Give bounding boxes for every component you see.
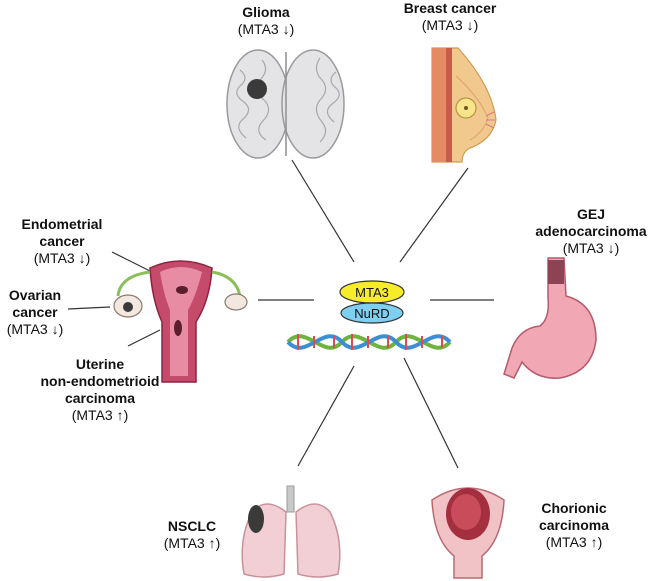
glioma-arrow-icon: ↓ xyxy=(282,21,290,37)
uterine-title-1: Uterine xyxy=(75,356,125,372)
brain-icon xyxy=(226,49,345,159)
mta3-label: MTA3 xyxy=(355,285,389,300)
uterine-marker: (MTA3 ↑) xyxy=(71,407,129,423)
chorionic-arrow-icon: ↑ xyxy=(590,534,598,550)
chorionic-marker: (MTA3 ↑) xyxy=(545,534,603,550)
ovarian-title-1: Ovarian xyxy=(8,287,62,303)
label-breast-cancer: Breast cancer (MTA3 ↓) xyxy=(390,0,510,34)
breast-icon xyxy=(431,47,497,163)
label-chorionic-carcinoma: Chorionic carcinoma (MTA3 ↑) xyxy=(524,500,624,551)
nsclc-title: NSCLC xyxy=(167,518,217,534)
gej-title-1: GEJ xyxy=(576,206,605,222)
label-endometrial-cancer: Endometrial cancer (MTA3 ↓) xyxy=(12,216,112,267)
gej-arrow-icon: ↓ xyxy=(607,240,615,256)
glioma-title: Glioma xyxy=(242,4,290,20)
nsclc-marker: (MTA3 ↑) xyxy=(163,535,221,551)
endometrial-title-2: cancer xyxy=(39,233,85,249)
chorionic-title-1: Chorionic xyxy=(541,500,607,516)
ovarian-title-2: cancer xyxy=(12,304,58,320)
label-uterine-carcinoma: Uterine non-endometrioid carcinoma (MTA3… xyxy=(30,356,170,424)
connector-breast xyxy=(399,167,469,263)
label-nsclc: NSCLC (MTA3 ↑) xyxy=(150,518,234,552)
label-gej-adenocarcinoma: GEJ adenocarcinoma (MTA3 ↓) xyxy=(524,206,658,257)
uterine-title-3: carcinoma xyxy=(64,390,136,406)
breast-marker: (MTA3 ↓) xyxy=(421,17,479,33)
pointer-uterine xyxy=(127,329,161,347)
label-glioma: Glioma (MTA3 ↓) xyxy=(216,4,316,38)
connector-glioma xyxy=(291,159,355,263)
gej-marker: (MTA3 ↓) xyxy=(562,240,620,256)
connector-lungs xyxy=(297,365,355,467)
nsclc-arrow-icon: ↑ xyxy=(208,535,216,551)
connector-lines xyxy=(67,159,494,469)
stomach-icon xyxy=(503,257,597,379)
chorionic-uterus-icon xyxy=(431,487,505,579)
chorionic-title-2: carcinoma xyxy=(538,517,610,533)
uterine-arrow-icon: ↑ xyxy=(116,407,124,423)
dna-icon xyxy=(286,334,452,350)
breast-arrow-icon: ↓ xyxy=(466,17,474,33)
endometrial-arrow-icon: ↓ xyxy=(78,250,86,266)
endometrial-marker: (MTA3 ↓) xyxy=(33,250,91,266)
breast-title: Breast cancer xyxy=(403,0,497,16)
glioma-marker: (MTA3 ↓) xyxy=(237,21,295,37)
ovarian-marker: (MTA3 ↓) xyxy=(6,321,64,337)
lungs-icon xyxy=(241,485,341,578)
gej-title-2: adenocarcinoma xyxy=(535,223,647,239)
nurd-label: NuRD xyxy=(354,306,389,321)
uterus-icon xyxy=(113,260,248,383)
nurd-oval xyxy=(340,302,404,324)
label-ovarian-cancer: Ovarian cancer (MTA3 ↓) xyxy=(0,287,70,338)
pointer-ovarian xyxy=(67,306,111,310)
uterine-title-2: non-endometrioid xyxy=(40,373,160,389)
ovarian-arrow-icon: ↓ xyxy=(51,321,59,337)
connector-chorionic xyxy=(403,357,459,469)
endometrial-title-1: Endometrial xyxy=(21,216,103,232)
